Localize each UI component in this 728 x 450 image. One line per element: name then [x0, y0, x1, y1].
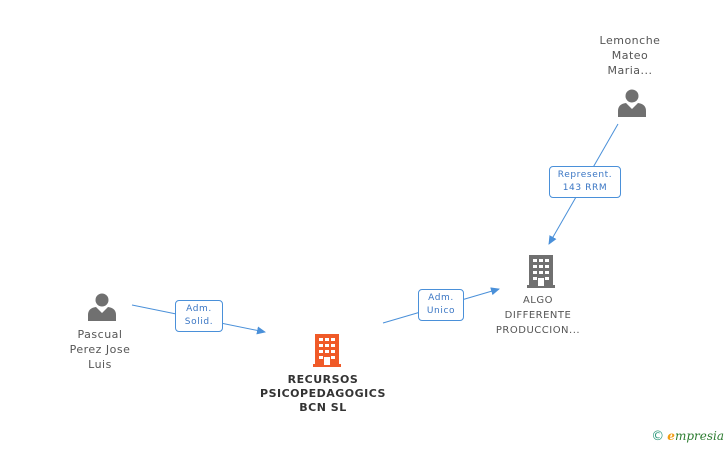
- node-label-line: Lemonche: [599, 34, 661, 47]
- brand-initial: e: [667, 429, 675, 443]
- edge-label-line: Adm.: [186, 304, 212, 314]
- edge-label-line: Solid.: [184, 317, 214, 327]
- node-label-line: Luis: [88, 358, 112, 371]
- node-label-pascual[interactable]: Pascual Perez Jose Luis: [50, 327, 150, 372]
- edge-label-line: Represent.: [557, 170, 613, 180]
- node-label-algo[interactable]: ALGO DIFFERENTE PRODUCCION...: [483, 293, 593, 338]
- brand-name: mpresia: [674, 429, 724, 443]
- node-label-line: RECURSOS: [287, 373, 359, 386]
- node-label-line: BCN SL: [299, 401, 347, 414]
- building-icon[interactable]: [527, 255, 555, 288]
- edge-label-line: Unico: [426, 306, 456, 316]
- edge-label-adm-solid[interactable]: Adm. Solid.: [175, 300, 223, 332]
- node-label-line: DIFFERENTE: [504, 310, 572, 321]
- brand-logo: ©empresia: [651, 429, 724, 444]
- node-label-line: Pascual: [77, 328, 123, 341]
- node-label-line: PSICOPEDAGOGICS: [260, 387, 386, 400]
- edge-label-line: Adm.: [428, 293, 454, 303]
- edge-label-represent[interactable]: Represent. 143 RRM: [549, 166, 621, 198]
- node-label-line: ALGO: [522, 295, 554, 306]
- person-icon[interactable]: [88, 293, 116, 322]
- node-label-lemonche[interactable]: Lemonche Mateo Maria...: [580, 33, 680, 78]
- node-label-line: Perez Jose: [69, 343, 131, 356]
- node-label-line: Mateo: [611, 49, 649, 62]
- node-label-line: PRODUCCION...: [495, 325, 581, 336]
- edge-label-line: 143 RRM: [562, 183, 608, 193]
- building-icon[interactable]: [313, 334, 341, 367]
- node-label-recursos[interactable]: RECURSOS PSICOPEDAGOGICS BCN SL: [253, 373, 393, 415]
- copyright-icon: ©: [651, 429, 665, 444]
- node-label-line: Maria...: [607, 64, 653, 77]
- person-icon[interactable]: [618, 89, 646, 118]
- edge-label-adm-unico[interactable]: Adm. Unico: [418, 289, 464, 321]
